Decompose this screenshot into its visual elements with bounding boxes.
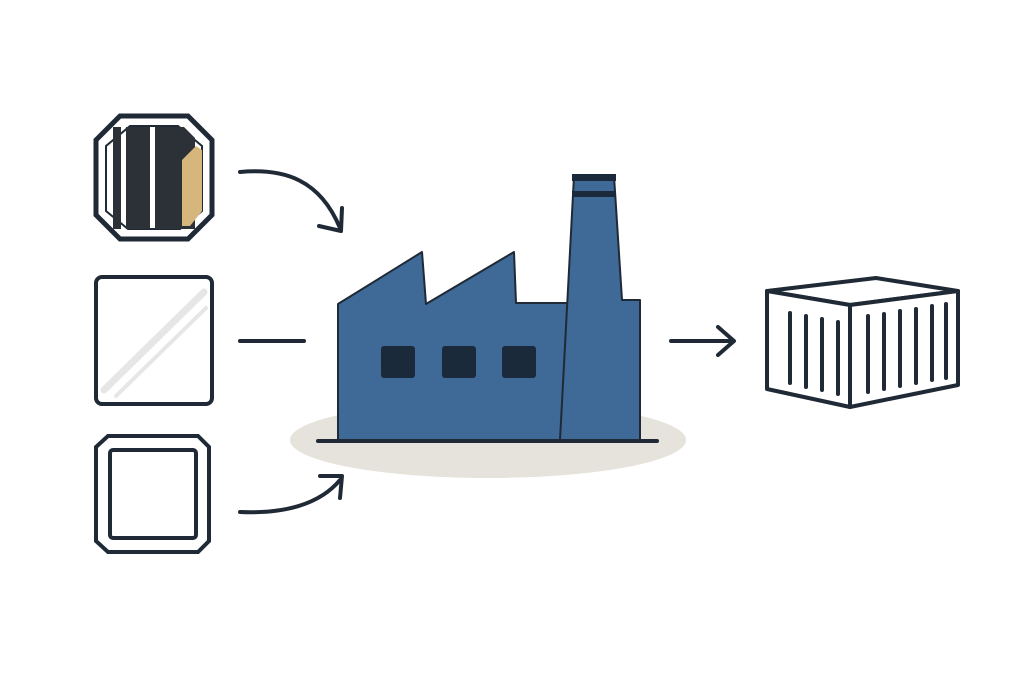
factory-window xyxy=(442,346,476,378)
glass-panel-icon xyxy=(94,275,214,406)
factory-window xyxy=(381,346,415,378)
shipping-container-icon xyxy=(765,276,960,409)
input-arrow-top xyxy=(238,169,344,233)
factory-icon xyxy=(290,174,686,478)
solar-cell-icon xyxy=(93,113,215,242)
factory-window xyxy=(502,346,536,378)
input-arrow-bottom xyxy=(238,474,344,515)
factory-chimney xyxy=(559,175,641,441)
frame-icon xyxy=(94,434,211,554)
output-arrow xyxy=(669,325,736,357)
